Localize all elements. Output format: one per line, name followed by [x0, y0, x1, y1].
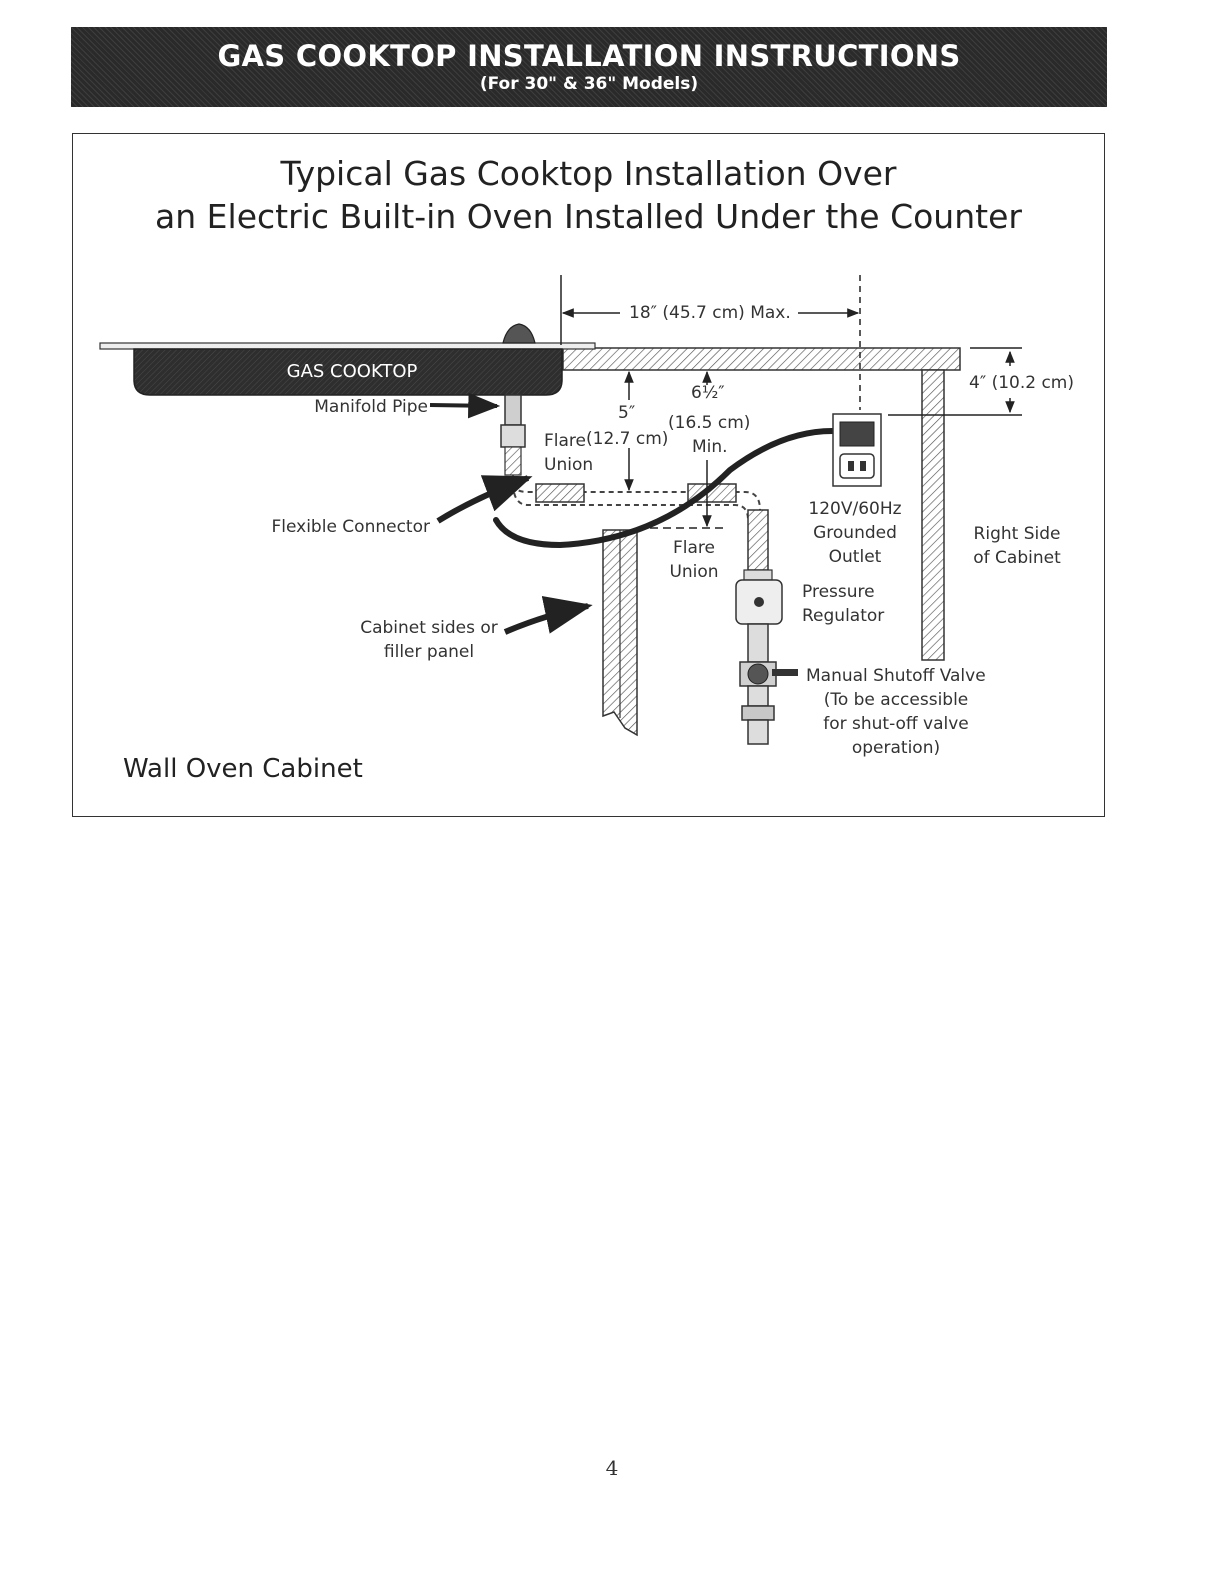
burner-knob-icon: [502, 323, 536, 344]
outlet-label-1: 120V/60Hz: [808, 499, 901, 519]
shutoff-valve-label-2: (To be accessible: [824, 690, 969, 710]
wall-oven-cabinet-label: Wall Oven Cabinet: [123, 754, 363, 784]
figure-heading: Typical Gas Cooktop Installation Over an…: [72, 152, 1105, 238]
figure-frame: [72, 133, 1105, 817]
cabinet-sides-label-1: Cabinet sides or: [360, 618, 498, 638]
shutoff-valve-label-1: Manual Shutoff Valve: [806, 666, 986, 686]
header-subtitle: (For 30" & 36" Models): [479, 74, 699, 94]
gas-supply-line: [735, 509, 798, 745]
dim-65-cm-label: (16.5 cm): [668, 413, 750, 433]
flexible-connector-label: Flexible Connector: [271, 517, 430, 537]
page-header-banner: GAS COOKTOP INSTALLATION INSTRUCTIONS (F…: [71, 27, 1107, 107]
manifold-pipe: [500, 394, 526, 476]
figure-heading-line-1: Typical Gas Cooktop Installation Over: [280, 154, 897, 193]
cabinet-side-panel: [602, 529, 638, 737]
shutoff-valve-label-3: for shut-off valve: [823, 714, 969, 734]
gas-cooktop: [99, 323, 596, 396]
grounded-outlet: [832, 413, 882, 487]
outlet-label-2: Grounded: [813, 523, 897, 543]
dimension-6-5-inch: [650, 370, 725, 529]
cabinet-sides-label-2: filler panel: [384, 642, 474, 662]
manifold-pipe-arrow: [429, 392, 501, 419]
flare-label-2: Flare: [673, 538, 715, 558]
cabinet-sides-arrow: [503, 596, 593, 635]
flexible-connector-arrow: [436, 475, 533, 524]
depth-4-label: 4″ (10.2 cm): [969, 373, 1074, 393]
figure-heading-line-2: an Electric Built-in Oven Installed Unde…: [155, 197, 1022, 236]
right-side-label-2: of Cabinet: [973, 548, 1061, 568]
union-label-2: Union: [669, 562, 718, 582]
header-title: GAS COOKTOP INSTALLATION INSTRUCTIONS: [217, 39, 961, 73]
cooktop-label: GAS COOKTOP: [287, 361, 418, 382]
page-number: 4: [605, 1456, 619, 1480]
outlet-label-3: Outlet: [829, 547, 882, 567]
pressure-regulator-label-2: Regulator: [802, 606, 884, 626]
flare-union-left: [535, 483, 585, 503]
manifold-pipe-label: Manifold Pipe: [314, 397, 428, 417]
dimension-18-max: [560, 275, 861, 410]
pressure-regulator-label-1: Pressure: [802, 582, 875, 602]
dim-5-cm-label: (12.7 cm): [586, 429, 668, 449]
right-side-label-1: Right Side: [974, 524, 1061, 544]
dimension-4-depth: [888, 347, 1022, 416]
flare-label-1: Flare: [544, 431, 586, 451]
dim-65-label: 6½″: [691, 383, 725, 403]
union-label-1: Union: [544, 455, 593, 475]
flexible-connector-pipe: [512, 475, 761, 521]
power-cord: [493, 428, 851, 549]
dim-5-label: 5″: [618, 403, 635, 423]
dim-min-label: Min.: [692, 437, 728, 457]
shutoff-valve-label-4: operation): [852, 738, 940, 758]
max-width-label: 18″ (45.7 cm) Max.: [629, 303, 791, 323]
